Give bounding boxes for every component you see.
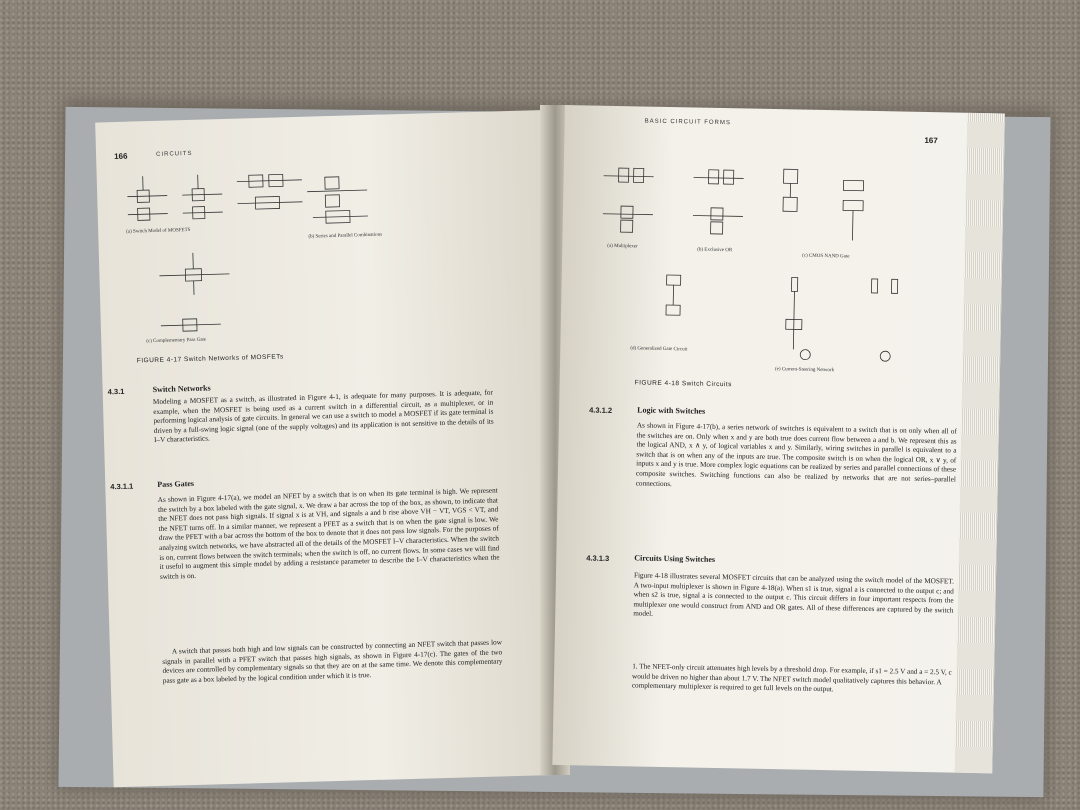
section-number-4-3-1-2: 4.3.1.2 xyxy=(589,405,613,415)
paragraph-switch-networks: Modeling a MOSFET as a switch, as illust… xyxy=(152,388,494,445)
footnote-1: 1. The NFET-only circuit attenuates high… xyxy=(631,662,952,694)
figure-4-18-caption: FIGURE 4-18 Switch Circuits xyxy=(634,379,733,389)
left-page: 166 CIRCUITS (a) Switch Model of MOSFETS… xyxy=(95,110,564,788)
left-page-number: 166 xyxy=(114,151,128,162)
right-page: BASIC CIRCUIT FORMS 167 (a) Multiplexer … xyxy=(552,105,1005,774)
caption-18b: (b) Exclusive OR xyxy=(697,247,733,254)
caption-18d: (d) Generalized Gate Circuit xyxy=(630,346,688,353)
section-title-switch-networks: Switch Networks xyxy=(152,383,211,395)
subsection-title-pass-gates: Pass Gates xyxy=(157,478,195,489)
section-number-4-3-1: 4.3.1 xyxy=(107,386,125,397)
caption-18c: (c) CMOS NAND Gate xyxy=(802,253,850,260)
figure-4-17-diagrams xyxy=(127,173,368,332)
paragraph-pass-gates: As shown in Figure 4-17(a), we model an … xyxy=(157,486,500,581)
subsection-number-4-3-1-1: 4.3.1.1 xyxy=(110,481,134,492)
section-number-4-3-1-3: 4.3.1.3 xyxy=(586,553,610,563)
left-running-header: CIRCUITS xyxy=(156,150,193,158)
right-page-number: 167 xyxy=(924,135,938,146)
right-running-header: BASIC CIRCUIT FORMS xyxy=(644,118,731,127)
section-title-logic-with-switches: Logic with Switches xyxy=(637,405,706,416)
section-title-circuits-using-switches: Circuits Using Switches xyxy=(634,553,716,564)
paragraph-logic-with-switches: As shown in Figure 4-17(b), a series net… xyxy=(635,421,957,488)
caption-18a: (a) Multiplexer xyxy=(607,243,638,250)
paragraph-complementary-pass-gate: A switch that passes both high and low s… xyxy=(162,638,503,685)
figure-4-18-diagrams xyxy=(602,167,899,362)
paragraph-circuits-using-switches: Figure 4-18 illustrates several MOSFET c… xyxy=(633,571,954,619)
